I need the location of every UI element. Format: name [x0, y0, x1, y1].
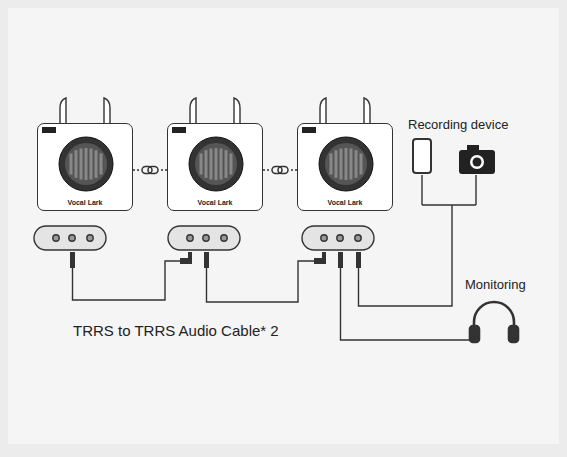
chain-link: [142, 167, 152, 174]
grille-bar: [85, 148, 88, 180]
plug: [70, 252, 361, 268]
device-grille: [38, 124, 134, 212]
grille-bar: [225, 150, 228, 178]
grille-ring: [59, 137, 113, 191]
grille-bar: [205, 150, 208, 178]
grille-ring: [189, 137, 243, 191]
caption-label: Recording device: [406, 117, 510, 132]
grille-face: [325, 143, 367, 185]
grille-ring: [319, 137, 373, 191]
receiver-device: Vocal Lark: [37, 123, 133, 211]
grille-bar: [220, 149, 223, 180]
grille-bar: [360, 153, 363, 174]
grille-bar: [350, 149, 353, 180]
caption-label: Monitoring: [463, 277, 528, 292]
pairing-link: [133, 165, 167, 175]
device-name: Vocal Lark: [38, 199, 132, 206]
receiver-device: Vocal Lark: [167, 123, 263, 211]
logo-badge: [172, 127, 186, 133]
grille-bar: [340, 149, 343, 180]
grille-bar: [75, 150, 78, 178]
camera-icon: [459, 145, 495, 174]
chain-link: [272, 167, 282, 174]
receiver-device: Vocal Lark: [297, 123, 393, 211]
grille-bar: [335, 150, 338, 178]
receiver-unit: [302, 226, 374, 250]
grille-bar: [330, 153, 333, 174]
grille-bar: [345, 148, 348, 180]
antenna: [60, 98, 110, 124]
grille-bar: [355, 150, 358, 178]
grille-bar: [90, 149, 93, 180]
grille-bar: [230, 153, 233, 174]
grille-bar: [200, 153, 203, 174]
grille-bar: [210, 149, 213, 180]
link-gap: [271, 165, 289, 175]
grille-face: [195, 143, 237, 185]
antenna: [190, 98, 240, 124]
grille-bar: [80, 149, 83, 180]
logo-badge: [302, 127, 316, 133]
device-grille: [168, 124, 264, 212]
chain-link: [278, 167, 288, 174]
antenna: [320, 98, 370, 124]
headphones-icon: [470, 302, 518, 342]
chain-link: [148, 167, 158, 174]
grille-bar: [100, 153, 103, 174]
device-name: Vocal Lark: [298, 199, 392, 206]
grille-bar: [95, 150, 98, 178]
grille-bar: [70, 153, 73, 174]
trrs-cable: [73, 261, 181, 300]
trrs-cable: [207, 261, 315, 302]
pairing-link: [263, 165, 297, 175]
phone-icon: [413, 139, 431, 173]
link-gap: [141, 165, 159, 175]
grille-face: [65, 143, 107, 185]
device-grille: [298, 124, 394, 212]
caption-label: TRRS to TRRS Audio Cable* 2: [71, 322, 281, 339]
receiver-unit: [168, 226, 240, 250]
logo-badge: [42, 127, 56, 133]
device-name: Vocal Lark: [168, 199, 262, 206]
receiver-unit: [34, 226, 106, 250]
grille-bar: [215, 148, 218, 180]
monitor-cable: [341, 268, 471, 340]
